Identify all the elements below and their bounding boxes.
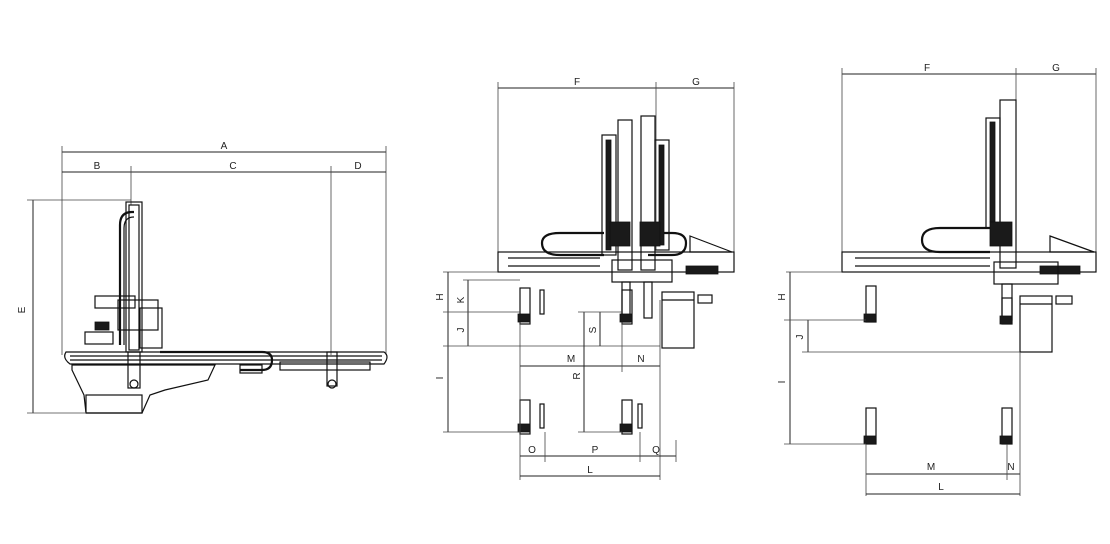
dim-label-L: L — [938, 482, 944, 493]
dim-label-C: C — [229, 161, 236, 172]
front-view-double-arm: F G — [435, 77, 735, 480]
gripper-lower-right — [999, 407, 1013, 445]
dim-label-J: J — [456, 328, 467, 333]
dim-label-A: A — [221, 141, 228, 152]
dim-label-I: I — [435, 377, 446, 380]
dim-label-G: G — [1052, 63, 1060, 74]
dim-label-R: R — [572, 372, 583, 379]
dim-label-P: P — [592, 445, 599, 456]
gripper-upper-middle — [619, 289, 633, 325]
dim-label-N: N — [637, 354, 644, 365]
dim-label-G: G — [692, 77, 700, 88]
dim-label-F: F — [924, 63, 930, 74]
gripper-lower-left — [863, 407, 877, 445]
dim-label-F: F — [574, 77, 580, 88]
side-view: A B C D E — [17, 141, 388, 414]
dim-label-B: B — [94, 161, 101, 172]
dim-label-L: L — [587, 465, 593, 476]
dim-label-M: M — [567, 354, 575, 365]
dim-label-H: H — [435, 293, 446, 300]
dim-label-N: N — [1007, 462, 1014, 473]
gripper-upper-left — [863, 285, 877, 323]
gripper-lower-left — [517, 399, 545, 435]
dim-label-O: O — [528, 445, 536, 456]
dim-label-J: J — [795, 335, 806, 340]
dim-label-E: E — [17, 306, 28, 313]
dim-label-H: H — [777, 293, 788, 300]
gripper-upper-right — [999, 297, 1013, 325]
dim-label-S: S — [588, 326, 599, 333]
front-view-single-arm: F G — [777, 63, 1097, 496]
dim-label-Q: Q — [652, 445, 660, 456]
dim-label-I: I — [777, 381, 788, 384]
dim-label-K: K — [456, 296, 467, 303]
dim-label-M: M — [927, 462, 935, 473]
dim-label-D: D — [354, 161, 361, 172]
gripper-upper-left — [517, 287, 545, 325]
gripper-lower-middle — [619, 399, 643, 435]
